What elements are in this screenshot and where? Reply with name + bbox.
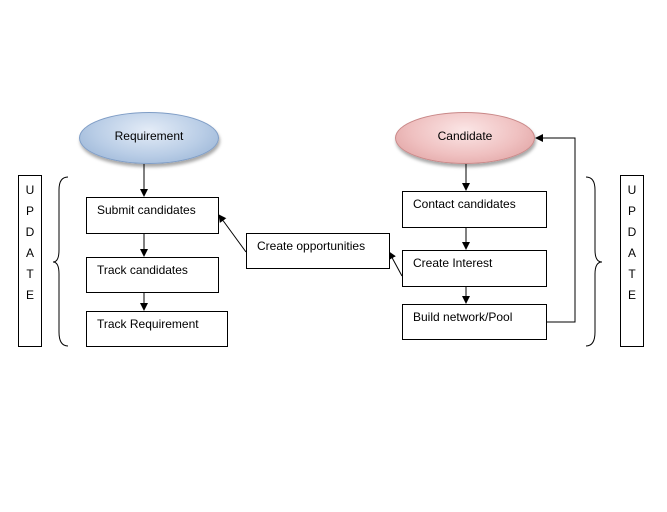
submit-candidates-label: Submit candidates xyxy=(97,203,196,217)
update-right-letter: E xyxy=(627,288,636,302)
update-right-letter: D xyxy=(627,225,637,239)
update-left-letter: A xyxy=(25,246,34,260)
update-left-letter: P xyxy=(25,204,34,218)
update-left-letter: T xyxy=(26,267,34,281)
candidate-node: Candidate xyxy=(395,112,535,164)
track-candidates-box: Track candidates xyxy=(86,257,219,293)
create-interest-label: Create Interest xyxy=(413,256,493,270)
track-candidates-label: Track candidates xyxy=(97,263,188,277)
build-network-label: Build network/Pool xyxy=(413,310,513,324)
arrow-interest-to-opportunities xyxy=(388,251,403,277)
create-opportunities-label: Create opportunities xyxy=(257,239,366,253)
update-right-letter: A xyxy=(627,246,636,260)
update-right-letter: P xyxy=(627,204,636,218)
update-left-letter: D xyxy=(25,225,35,239)
contact-candidates-label: Contact candidates xyxy=(413,197,516,211)
right-curly-brace xyxy=(585,176,603,347)
arrow-opportunities-to-submit xyxy=(218,214,247,253)
left-curly-brace xyxy=(52,176,69,347)
update-right-letter: U xyxy=(627,183,637,197)
track-requirement-box: Track Requirement xyxy=(86,311,228,347)
arrow-network-feedback-to-candidate xyxy=(535,134,576,323)
requirement-title: Requirement xyxy=(114,129,184,143)
submit-candidates-box: Submit candidates xyxy=(86,197,219,234)
create-opportunities-box: Create opportunities xyxy=(246,233,390,269)
update-right-letter: T xyxy=(628,267,636,281)
build-network-box: Build network/Pool xyxy=(402,304,547,340)
update-column-right: U P D A T E xyxy=(620,175,644,347)
contact-candidates-box: Contact candidates xyxy=(402,191,547,228)
update-column-left: U P D A T E xyxy=(18,175,42,347)
update-left-letter: U xyxy=(25,183,35,197)
create-interest-box: Create Interest xyxy=(402,250,547,287)
track-requirement-label: Track Requirement xyxy=(97,317,199,331)
candidate-title: Candidate xyxy=(437,129,493,143)
update-left-letter: E xyxy=(25,288,34,302)
requirement-node: Requirement xyxy=(79,112,219,164)
